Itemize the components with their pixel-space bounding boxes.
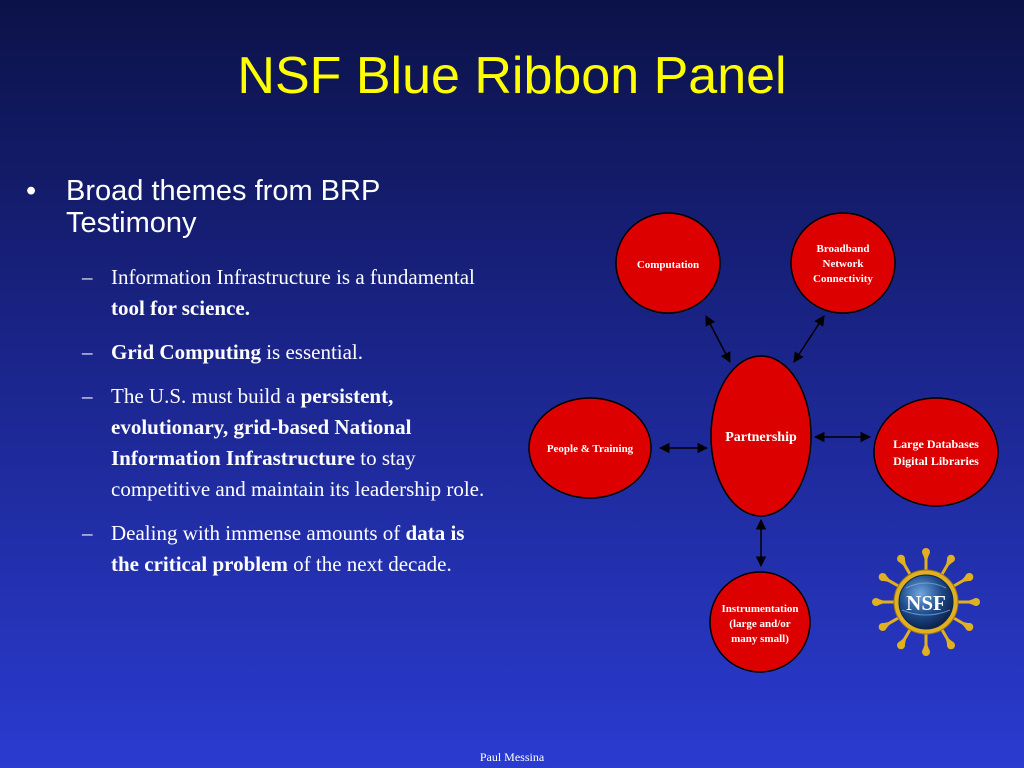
- emphasis-text: persistent, evolutionary, grid-based Nat…: [111, 384, 412, 470]
- diagram-node-databases: Large Databases Digital Libraries: [873, 397, 999, 507]
- node-label: Computation: [637, 259, 699, 271]
- diagram-node-partnership: Partnership: [710, 355, 812, 517]
- nsf-logo-ray: [878, 573, 901, 589]
- nsf-logo-rays: [872, 548, 980, 656]
- sub-bullet-item: –Dealing with immense amounts of data is…: [82, 518, 492, 580]
- plain-text: of the next decade.: [287, 552, 452, 576]
- nsf-logo-ray: [951, 573, 974, 589]
- nsf-logo-ray: [939, 627, 955, 650]
- sub-bullet-item: –The U.S. must build a persistent, evolu…: [82, 381, 492, 505]
- node-label: Instrumentation: [721, 603, 798, 615]
- slide-title: NSF Blue Ribbon Panel: [237, 47, 787, 105]
- nsf-logo-ray: [956, 598, 980, 606]
- sub-bullet-marker: –: [82, 384, 93, 408]
- node-label: Network: [823, 258, 865, 270]
- sub-bullet-text: Information Infrastructure is a fundamen…: [111, 262, 492, 324]
- bullet-marker: •: [26, 175, 37, 207]
- plain-text: The U.S. must build a: [111, 384, 301, 408]
- nsf-logo-ray: [939, 554, 955, 577]
- nsf-logo-ray: [897, 554, 913, 577]
- sub-bullet-marker: –: [82, 340, 93, 364]
- arrow-center-broadband: [793, 315, 825, 363]
- nsf-logo-ray: [872, 598, 896, 606]
- sub-bullet-marker: –: [82, 265, 93, 289]
- emphasis-text: Grid Computing: [111, 340, 261, 364]
- node-label: People & Training: [547, 443, 634, 455]
- slide-footer: Paul Messina: [479, 750, 545, 764]
- diagram-node-computation: Computation: [615, 212, 721, 314]
- plain-text: Dealing with immense amounts of: [111, 521, 406, 545]
- node-label: many small): [731, 633, 789, 645]
- emphasis-text: data is the critical problem: [111, 521, 465, 576]
- sub-bullet-text: The U.S. must build a persistent, evolut…: [111, 381, 492, 505]
- node-label: (large and/or: [729, 618, 791, 630]
- diagram-node-broadband: Broadband Network Connectivity: [790, 212, 896, 314]
- sub-bullet-list: –Information Infrastructure is a fundame…: [82, 262, 492, 593]
- nsf-logo-ray: [878, 615, 901, 631]
- diagram-arrows: [658, 315, 872, 568]
- sub-bullet-item: –Information Infrastructure is a fundame…: [82, 262, 492, 324]
- sub-bullet-text: Grid Computing is essential.: [111, 337, 492, 368]
- diagram-node-instrumentation: Instrumentation (large and/or many small…: [709, 571, 811, 673]
- plain-text: is essential.: [260, 340, 364, 364]
- plain-text: Information Infrastructure is a fundamen…: [111, 265, 475, 289]
- sub-bullet-item: –Grid Computing is essential.: [82, 337, 492, 368]
- main-bullet: • Broad themes from BRP Testimony: [26, 175, 496, 239]
- node-label: Digital Libraries: [893, 454, 979, 468]
- emphasis-text: tool for science.: [111, 296, 250, 320]
- main-bullet-text: Broad themes from BRP Testimony: [66, 175, 380, 239]
- nsf-logo-ray: [951, 615, 974, 631]
- node-label: Connectivity: [813, 273, 873, 285]
- nsf-logo-ray: [897, 627, 913, 650]
- arrow-center-computation: [705, 315, 731, 363]
- node-label: Broadband: [817, 243, 870, 255]
- nsf-logo-ray: [922, 632, 930, 656]
- diagram-node-people: People & Training: [528, 397, 652, 499]
- node-label: Large Databases: [893, 437, 979, 451]
- nsf-logo: NSF: [872, 548, 980, 656]
- sub-bullet-text: Dealing with immense amounts of data is …: [111, 518, 492, 580]
- nsf-logo-ray: [922, 548, 930, 572]
- nsf-logo-text: NSF: [906, 591, 946, 615]
- plain-text: to stay competitive and maintain its lea…: [111, 446, 485, 501]
- node-label: Partnership: [725, 430, 797, 445]
- sub-bullet-marker: –: [82, 521, 93, 545]
